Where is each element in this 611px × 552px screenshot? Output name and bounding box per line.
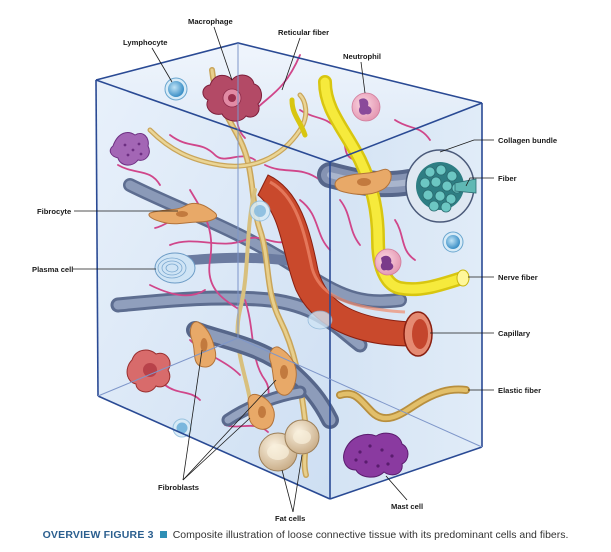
caption-square-icon — [159, 531, 167, 539]
collagen-bundle-cross-section — [405, 149, 477, 223]
label-reticular-fiber: Reticular fiber — [278, 28, 329, 37]
block-top-face — [96, 43, 482, 162]
label-lymphocyte: Lymphocyte — [123, 38, 167, 47]
label-neutrophil: Neutrophil — [343, 52, 381, 61]
label-collagen-bundle: Collagen bundle — [498, 136, 557, 145]
lymphocyte-cell — [164, 77, 188, 101]
label-nerve-fiber: Nerve fiber — [498, 273, 538, 282]
fat-cells — [258, 419, 320, 472]
label-fat-cells: Fat cells — [275, 514, 305, 523]
caption-title: OVERVIEW FIGURE 3 — [42, 529, 154, 541]
label-capillary: Capillary — [498, 329, 531, 338]
caption-text: Composite illustration of loose connecti… — [172, 529, 569, 541]
nerve-fiber — [289, 75, 470, 297]
label-macrophage: Macrophage — [188, 17, 233, 26]
label-fibroblasts: Fibroblasts — [158, 483, 199, 492]
label-fiber: Fiber — [498, 174, 517, 183]
macrophage-cell — [202, 74, 262, 122]
neutrophil-cell — [351, 92, 381, 122]
capillary-vessel — [257, 174, 433, 357]
plasma-cell — [154, 252, 333, 330]
mast-cell — [343, 432, 409, 478]
label-elastic-fiber: Elastic fiber — [498, 386, 541, 395]
figure-caption: OVERVIEW FIGURE 3 Composite illustration … — [0, 529, 611, 541]
labels: Macrophage Lymphocyte Reticular fiber Ne… — [32, 17, 557, 523]
label-mast-cell: Mast cell — [391, 502, 423, 511]
label-fibrocyte: Fibrocyte — [37, 207, 71, 216]
small-cells — [172, 200, 464, 438]
granular-cell-left — [109, 132, 150, 166]
leader-lines — [73, 26, 494, 513]
label-plasma-cell: Plasma cell — [32, 265, 73, 274]
